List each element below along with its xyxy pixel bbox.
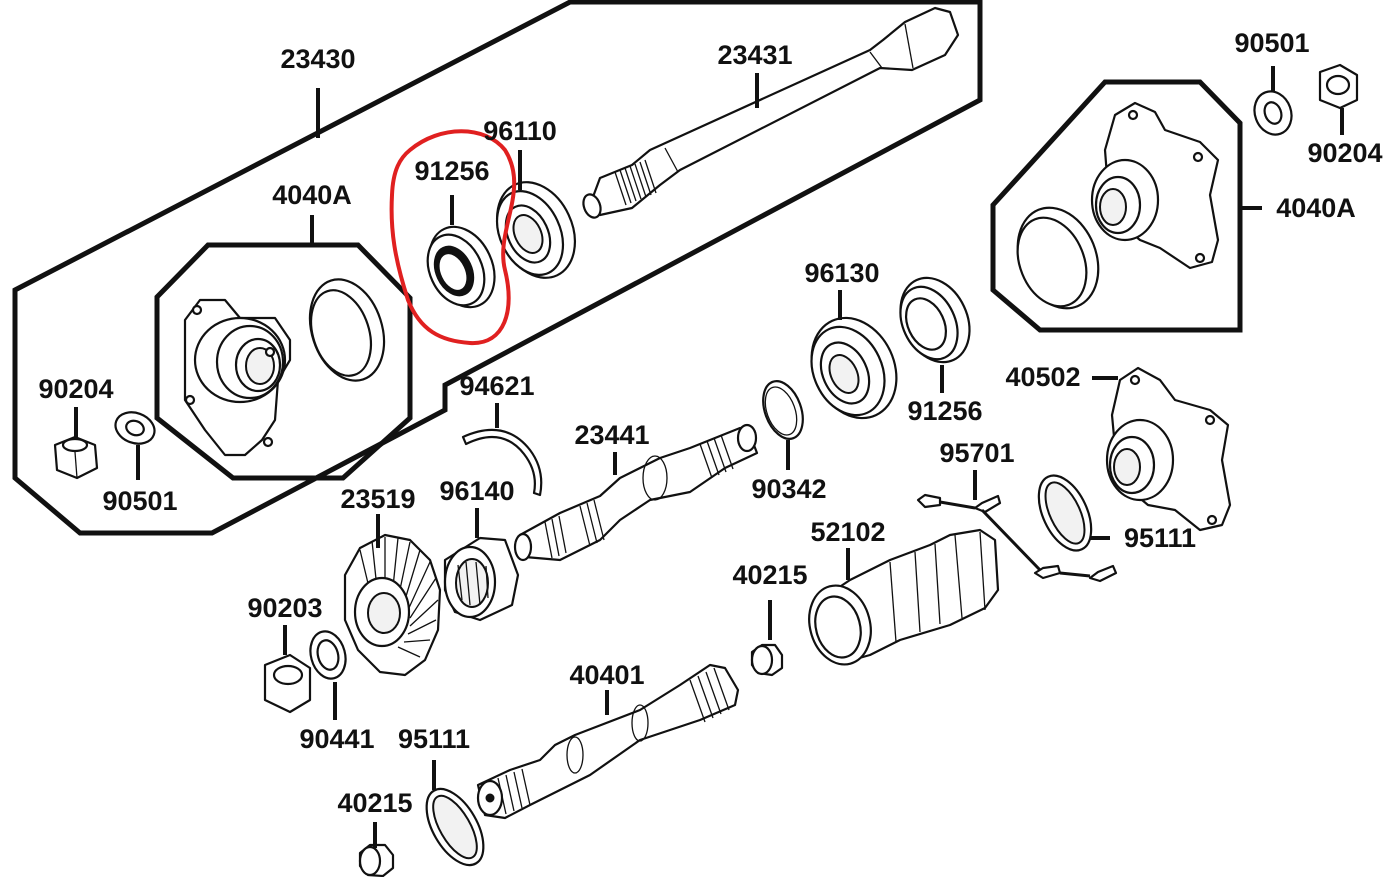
label-90204-left: 90204 [38,374,113,404]
washer-90441 [309,630,347,680]
bearing-housing-4040A-left [183,278,386,457]
stopper-40215-upper [750,643,784,677]
washer-90501-left [114,411,156,445]
label-96140: 96140 [439,476,514,506]
stopper-40215-lower [358,843,395,877]
label-94621: 94621 [459,371,534,401]
label-4040A-left: 4040A [272,180,352,210]
nut-90203 [263,653,312,714]
label-90204-right: 90204 [1307,138,1382,168]
washer-90501-right [1253,90,1293,136]
boot-clamp-95111-lower [425,787,485,867]
label-40502: 40502 [1005,362,1080,392]
highlight-circle [389,129,517,346]
label-52102: 52102 [810,517,885,547]
label-23431: 23431 [717,40,792,70]
label-4040A-right: 4040A [1276,193,1356,223]
bearing-96130 [810,316,898,420]
bearing-96110 [495,181,576,279]
label-90342: 90342 [751,474,826,504]
nut-90204-left [53,435,99,480]
leader-95701-c [1059,571,1091,578]
label-90203: 90203 [247,593,322,623]
label-96130: 96130 [804,258,879,288]
boot-52102 [808,528,1000,666]
bearing-housing-4040A-right [1016,101,1220,310]
boot-clamp-95111-right [1037,474,1093,552]
bevel-gear-23519 [343,533,442,677]
label-40401: 40401 [569,660,644,690]
label-90441: 90441 [299,724,374,754]
subassembly-frame-4040A-right [990,79,1243,333]
bearing-housing-40502 [1105,366,1232,532]
label-90501-left: 90501 [102,486,177,516]
leader-95701-b [980,508,1042,572]
leader-lines [74,66,1344,848]
label-23430: 23430 [280,44,355,74]
label-91256-highlighted: 91256 [414,156,489,186]
label-95111-right: 95111 [1124,523,1196,553]
label-23519: 23519 [340,484,415,514]
shim-90342 [762,380,804,440]
oil-seal-91256-highlighted [426,225,496,309]
output-shaft-23431 [582,6,960,219]
label-40215-upper: 40215 [732,560,807,590]
leader-95701-a [939,500,976,510]
label-90501-right: 90501 [1234,28,1309,58]
circlip-94621 [461,428,543,497]
bolt-95701 [916,493,1118,583]
label-95111-lower: 95111 [398,724,470,754]
drive-shaft-40401 [476,663,740,820]
label-23441: 23441 [574,420,649,450]
label-91256: 91256 [907,396,982,426]
needle-bearing-96140 [443,536,520,622]
oil-seal-91256 [899,276,971,364]
pinion-shaft-23441 [513,423,759,562]
subassembly-frame-4040A-left [154,242,413,481]
label-40215-lower: 40215 [337,788,412,818]
nut-90204-right [1318,63,1359,110]
label-96110: 96110 [483,116,557,146]
label-95701: 95701 [939,438,1014,468]
assembly-frame-23430 [12,0,983,536]
